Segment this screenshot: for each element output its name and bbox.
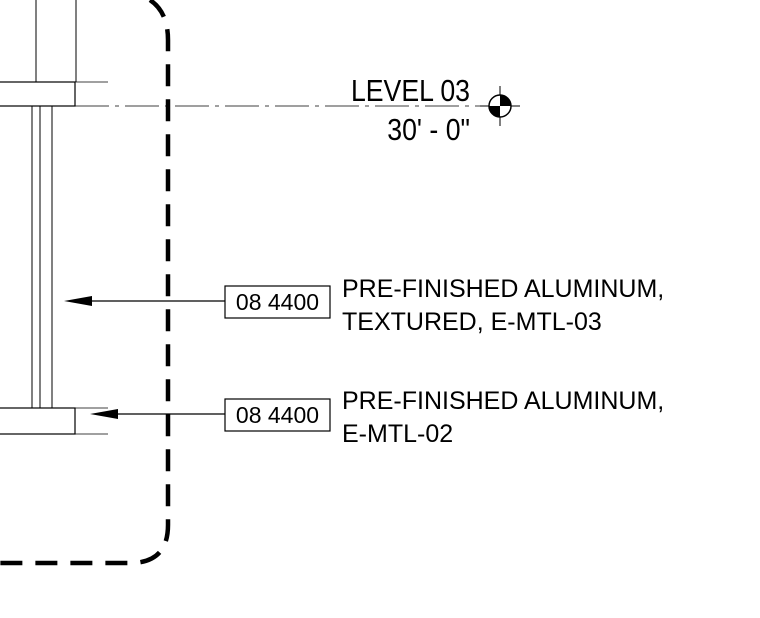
leader-arrow-1 [64,296,225,306]
keynote-tag-text: 08 4400 [236,289,319,315]
level-marker-icon [480,86,520,126]
level-name: LEVEL 03 [351,74,470,108]
upper-mullion [35,0,77,82]
keynote-tag-text: 08 4400 [236,402,319,428]
panel-frame [31,106,53,408]
material-note-1-line-1: PRE-FINISHED ALUMINUM, [342,275,664,303]
material-note-2-line-1: PRE-FINISHED ALUMINUM, [342,387,664,415]
keynote-tag-2: 08 4400 [224,398,331,432]
keynote-tag-1: 08 4400 [224,285,331,319]
level-elevation: 30' - 0" [387,113,470,147]
bottom-slab [0,407,108,435]
leader-arrow-2 [90,409,225,419]
material-note-1-line-2: TEXTURED, E-MTL-03 [342,308,602,336]
detail-boundary [0,0,171,566]
material-note-2-line-2: E-MTL-02 [342,420,453,448]
top-slab [0,81,108,107]
